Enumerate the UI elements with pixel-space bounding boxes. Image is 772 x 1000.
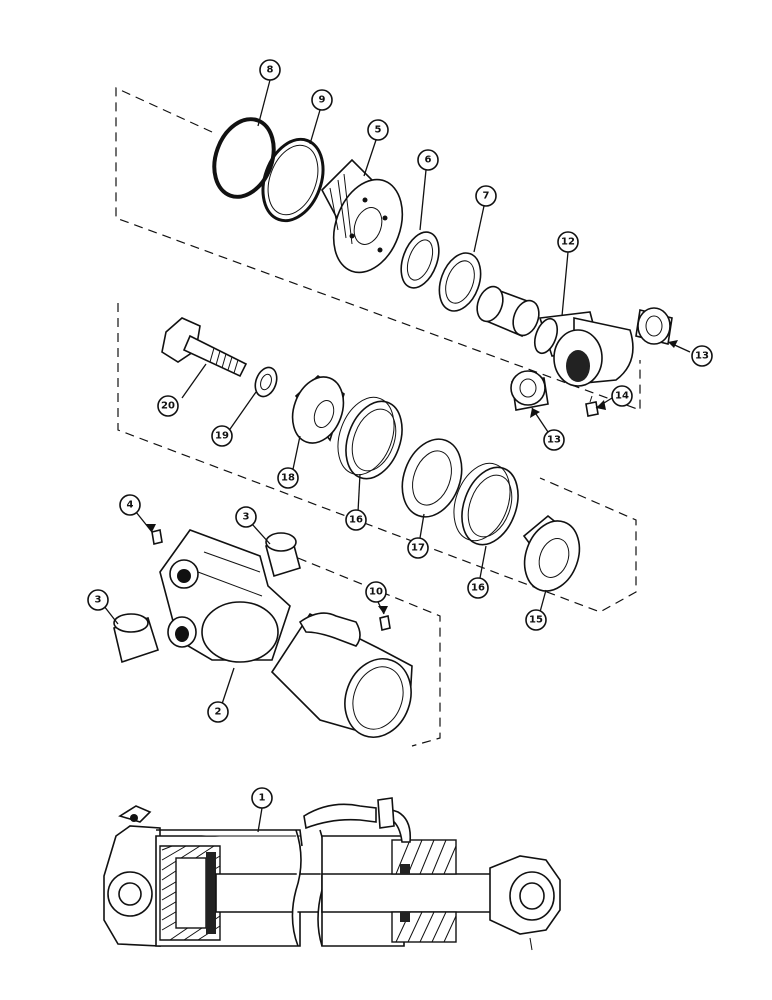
svg-text:3: 3: [243, 512, 250, 523]
seal-16-lower-part: [453, 462, 519, 546]
svg-text:13: 13: [695, 351, 709, 362]
svg-text:6: 6: [425, 155, 432, 166]
callout-19: 19: [211, 425, 233, 447]
washer-part: [254, 366, 278, 398]
callout-14: 14: [611, 385, 633, 407]
wear-ring-17-part: [401, 438, 463, 518]
seal-15-part: [522, 514, 581, 592]
bushing-3-upper-part: [265, 532, 301, 578]
arrow-heads: [146, 340, 678, 614]
svg-text:16: 16: [349, 515, 363, 526]
svg-text:19: 19: [215, 431, 229, 442]
svg-text:7: 7: [483, 191, 490, 202]
group-outline-piston: [115, 87, 641, 411]
callout-13-right: 13: [691, 345, 713, 367]
bushing-part: [476, 285, 540, 338]
callout-15: 15: [525, 609, 547, 631]
callout-8: 8: [259, 59, 281, 81]
seal-16-upper-part: [337, 396, 403, 480]
callout-17: 17: [407, 537, 429, 559]
backup-ring-part: [261, 137, 325, 223]
callout-10: 10: [365, 581, 387, 603]
callout-7: 7: [475, 185, 497, 207]
bolt-part: [161, 317, 248, 378]
callout-16-lower: 16: [467, 577, 489, 599]
o-ring-part: [212, 117, 276, 199]
piston-part: [291, 374, 345, 444]
callout-18: 18: [277, 467, 299, 489]
cylinder-tube-part: [270, 612, 413, 738]
callout-5: 5: [367, 119, 389, 141]
callout-16-upper: 16: [345, 509, 367, 531]
seal-6-part: [400, 231, 440, 289]
svg-text:3: 3: [95, 595, 102, 606]
callout-20: 20: [157, 395, 179, 417]
bushing-13-lower-part: [510, 370, 549, 411]
callout-12: 12: [557, 231, 579, 253]
bushing-13-right-part: [635, 307, 673, 345]
callout-3-left: 3: [87, 589, 109, 611]
callout-13-lower: 13: [543, 429, 565, 451]
bushing-3-left-part: [113, 613, 159, 664]
svg-text:2: 2: [215, 707, 222, 718]
group-outline-rod-end: [117, 303, 637, 613]
svg-text:13: 13: [547, 435, 561, 446]
svg-text:17: 17: [411, 543, 425, 554]
svg-text:10: 10: [369, 587, 383, 598]
svg-text:14: 14: [615, 391, 629, 402]
base-end-part: [159, 529, 291, 663]
callout-6: 6: [417, 149, 439, 171]
svg-text:12: 12: [561, 237, 575, 248]
svg-text:1: 1: [259, 793, 266, 804]
assembled-cylinder: [103, 797, 561, 951]
seal-7-part: [438, 252, 482, 312]
rod-eye-part: [533, 311, 634, 387]
fitting-4-part: [151, 529, 163, 545]
svg-text:8: 8: [267, 65, 274, 76]
callout-2: 2: [207, 701, 229, 723]
screw-10-part: [379, 615, 391, 631]
gland-part: [321, 158, 404, 274]
callout-9: 9: [311, 89, 333, 111]
svg-text:20: 20: [161, 401, 175, 412]
svg-text:18: 18: [281, 473, 295, 484]
callout-3-upper: 3: [235, 506, 257, 528]
svg-text:9: 9: [319, 95, 326, 106]
svg-text:4: 4: [127, 500, 134, 511]
callout-4: 4: [119, 494, 141, 516]
svg-text:15: 15: [529, 615, 543, 626]
callout-1: 1: [251, 787, 273, 809]
svg-text:16: 16: [471, 583, 485, 594]
svg-text:5: 5: [375, 125, 382, 136]
grease-fitting-part: [585, 395, 599, 417]
